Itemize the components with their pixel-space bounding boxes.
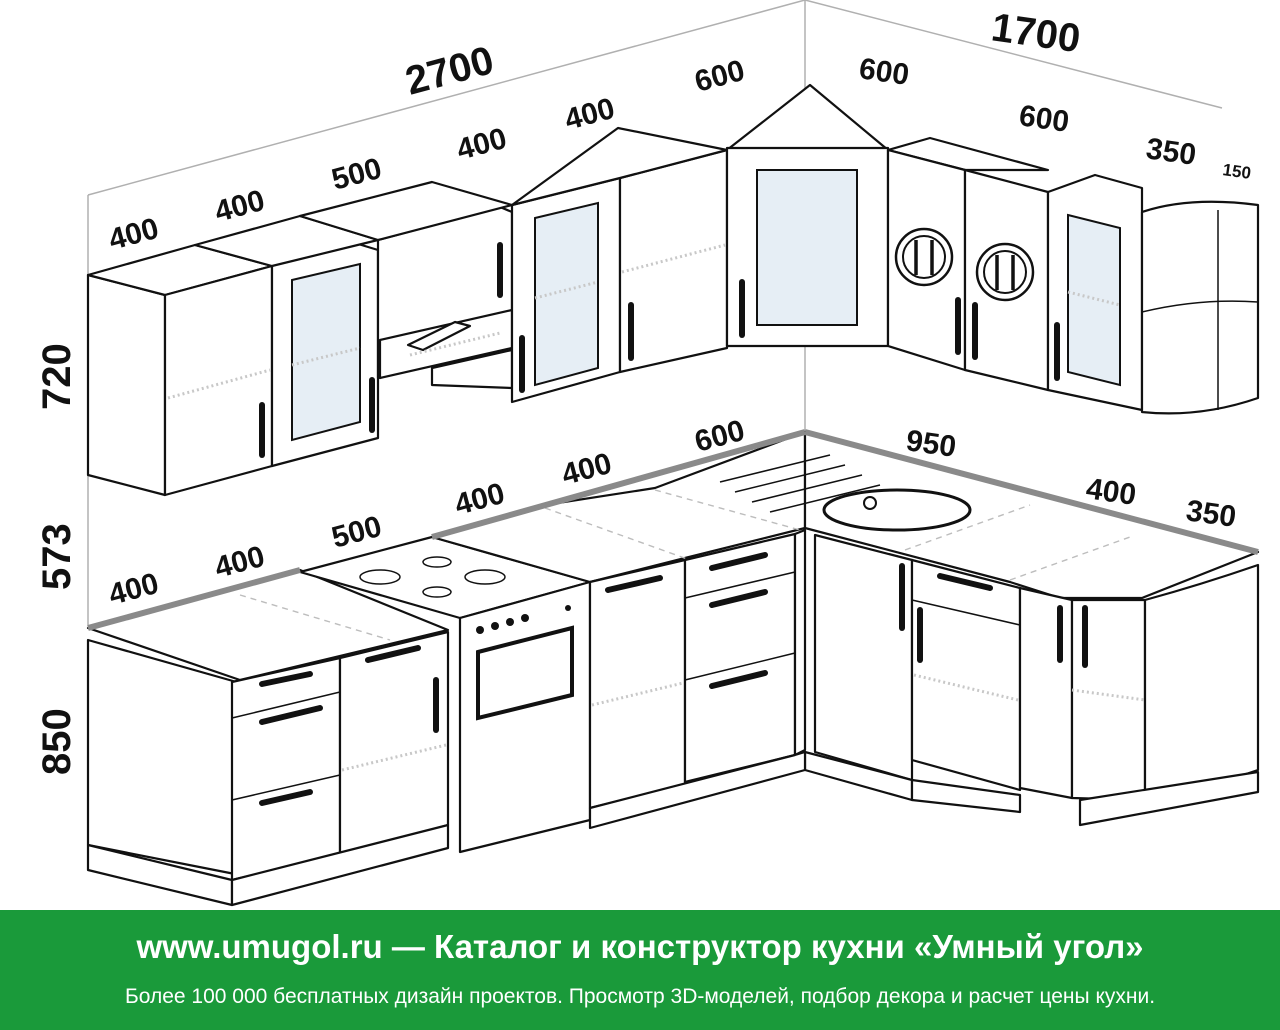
dim-upper-right-2: 600 <box>1017 99 1071 139</box>
dim-upper-height: 720 <box>35 343 79 410</box>
dim-upper-right-1: 600 <box>857 52 911 92</box>
drawer-handle[interactable] <box>259 671 313 687</box>
dim-base-right-1: 950 <box>904 424 958 464</box>
base-drawers[interactable] <box>230 656 342 882</box>
dim-total-right: 1700 <box>989 5 1083 61</box>
upper-cabinet-2-glass <box>291 262 361 442</box>
dim-upper-left-1: 400 <box>105 212 162 257</box>
upper-cabinet-1-side <box>86 273 167 497</box>
kitchen-diagram: 2700 1700 720 573 850 400 400 500 400 40… <box>35 0 1260 907</box>
base-right-door-1[interactable] <box>813 533 914 782</box>
upper-cabinet-4-door[interactable] <box>618 148 729 374</box>
dim-base-left-3: 500 <box>328 510 385 555</box>
plinth <box>588 750 807 830</box>
dim-upper-right-3: 350 <box>1144 132 1198 172</box>
drawer-handle[interactable] <box>937 573 993 591</box>
plinth <box>230 823 450 907</box>
dim-base-left-1: 400 <box>105 567 162 612</box>
upper-cabinet-1-door[interactable] <box>163 264 274 497</box>
base-cabinets-middle <box>430 430 807 810</box>
sink-icon <box>822 488 972 532</box>
drawer-handle[interactable] <box>709 589 768 608</box>
dim-total-left: 2700 <box>401 38 498 104</box>
corner-filler <box>793 528 807 757</box>
drawer-handle[interactable] <box>709 670 768 689</box>
drawer-handle[interactable] <box>365 645 421 663</box>
range-hood-icon <box>406 320 472 352</box>
upper-cabinet-top <box>298 180 514 242</box>
drawer-handle[interactable] <box>259 789 313 806</box>
countertop-edges <box>87 429 1259 631</box>
banner-subtitle: Более 100 000 бесплатных дизайн проектов… <box>124 985 1156 1008</box>
dim-upper-left-3: 500 <box>328 152 385 197</box>
dim-upper-left-5: 400 <box>561 92 618 137</box>
banner-title[interactable]: www.umugol.ru — Каталог и конструктор ку… <box>136 928 1144 965</box>
dim-base-right-2: 400 <box>1084 472 1138 512</box>
base-right-door-3[interactable] <box>1018 586 1074 800</box>
upper-cabinets-left <box>86 126 729 497</box>
base-cabinets-right <box>588 430 1260 830</box>
upper-corner-cabinet <box>725 83 890 348</box>
plinth <box>910 778 1022 814</box>
drawer-handle[interactable] <box>259 705 323 725</box>
base-cabinet-1-side <box>86 638 242 877</box>
dim-upper-right-4: 150 <box>1221 160 1252 183</box>
base-right-door-2[interactable] <box>910 558 1022 792</box>
drawer-handle[interactable] <box>605 575 663 593</box>
footer-banner: www.umugol.ru — Каталог и конструктор ку… <box>0 910 1280 1030</box>
corner-top <box>725 83 890 152</box>
kitchen-drawing: 2700 1700 720 573 850 400 400 500 400 40… <box>35 0 1260 907</box>
corner-cabinet-glass <box>756 169 858 326</box>
plinth <box>1078 770 1260 827</box>
open-shelf <box>1140 200 1260 415</box>
dim-backsplash-height: 573 <box>35 523 79 590</box>
base-cabinet-door[interactable] <box>588 558 687 810</box>
dim-base-right-3: 350 <box>1184 494 1238 534</box>
drawer-handle[interactable] <box>709 552 768 571</box>
stove <box>298 535 592 854</box>
dim-base-height: 850 <box>35 708 79 775</box>
base-end-cabinet <box>1143 563 1260 802</box>
upper-right-glass <box>1067 213 1121 387</box>
upper-cabinet-3-glass <box>534 201 599 387</box>
dim-upper-left-6: 600 <box>691 54 748 99</box>
dim-upper-left-2: 400 <box>211 184 268 229</box>
base-cabinet-door[interactable] <box>338 630 450 857</box>
base-drawers[interactable] <box>683 532 797 784</box>
oven-door[interactable] <box>476 625 574 721</box>
plate-cutlery-icon <box>894 227 954 287</box>
plate-cutlery-icon <box>975 242 1035 302</box>
base-cabinets-left <box>86 568 450 907</box>
dim-upper-left-4: 400 <box>453 122 510 167</box>
upper-cabinets-right <box>886 136 1260 415</box>
